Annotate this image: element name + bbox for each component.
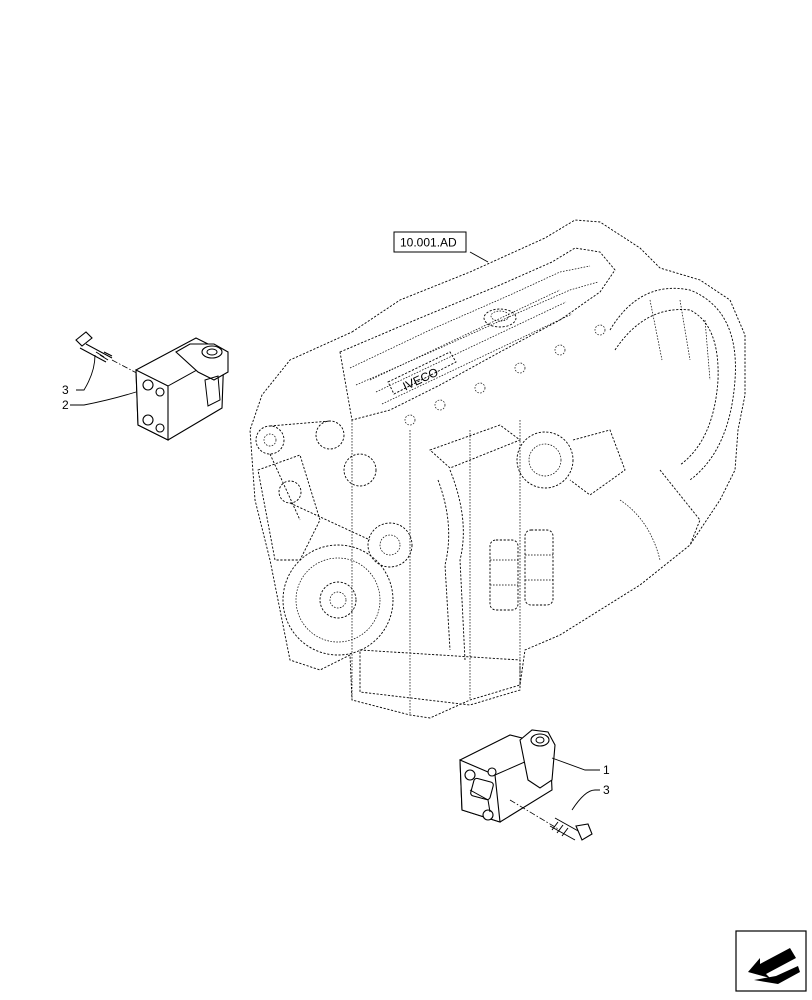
left-bolt: [75, 331, 113, 363]
callout-left-2: 2: [62, 398, 69, 412]
arrow-back-icon[interactable]: [735, 930, 807, 992]
right-bracket: [459, 729, 556, 823]
left-bracket-assembly: 3 2: [62, 331, 229, 441]
reference-box: 10.001.AD: [393, 231, 467, 253]
callout-right-3: 3: [603, 783, 610, 797]
right-bolt: [549, 817, 593, 841]
engine-logo: IVECO: [401, 365, 441, 393]
engine-assembly: IVECO: [249, 219, 746, 719]
callout-left-3: 3: [62, 383, 69, 397]
right-bracket-assembly: 1 3: [459, 729, 610, 841]
reference-box-label: 10.001.AD: [400, 236, 457, 250]
callout-right-1: 1: [603, 763, 610, 777]
left-bracket: [135, 337, 229, 441]
